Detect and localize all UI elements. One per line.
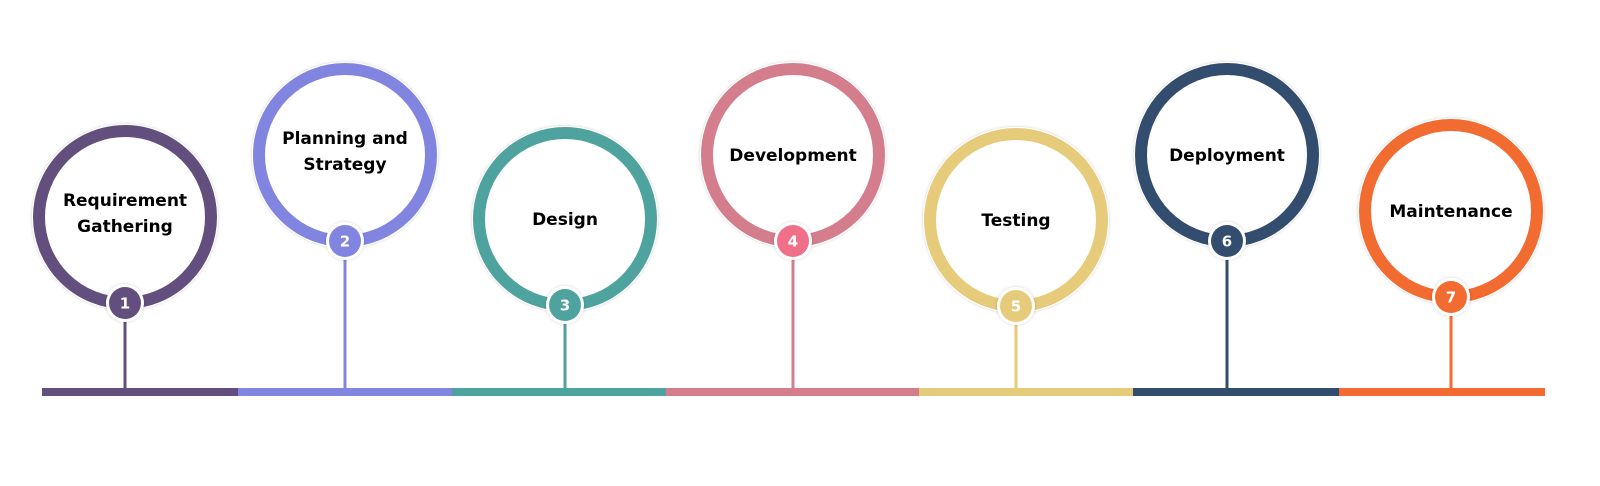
- timeline-segment-5: [919, 388, 1133, 396]
- step-label: Testing: [981, 211, 1050, 231]
- step-label-line: Deployment: [1169, 146, 1285, 166]
- timeline-segment-3: [452, 388, 666, 396]
- step-label-line: Gathering: [77, 217, 173, 237]
- step-label-line: Development: [729, 146, 856, 166]
- timeline-segment-1: [42, 388, 238, 396]
- step-number: 3: [560, 297, 570, 315]
- step-number-badge: [329, 225, 361, 257]
- step-number: 7: [1446, 289, 1456, 307]
- step-number-badge: [1000, 290, 1032, 322]
- step-label: Deployment: [1169, 146, 1285, 166]
- step-number: 5: [1011, 298, 1021, 316]
- step-number: 4: [788, 233, 798, 251]
- timeline-segment-4: [666, 388, 919, 396]
- step-number: 6: [1222, 233, 1232, 251]
- step-label-line: Maintenance: [1389, 202, 1512, 222]
- step-6: Deployment 6: [1134, 62, 1320, 388]
- step-7: Maintenance 7: [1358, 118, 1544, 388]
- timeline-segment-7: [1339, 388, 1545, 396]
- timeline-bar: [42, 388, 1545, 396]
- step-label-line: Requirement: [63, 191, 187, 211]
- step-number-badge: [1435, 281, 1467, 313]
- step-label-line: Testing: [981, 211, 1050, 231]
- step-number: 1: [120, 295, 130, 313]
- step-5: Testing 5: [923, 127, 1109, 388]
- timeline-segment-2: [238, 388, 452, 396]
- step-number: 2: [340, 233, 350, 251]
- step-number-badge: [777, 225, 809, 257]
- step-label: Development: [729, 146, 856, 166]
- step-label-line: Design: [532, 210, 598, 230]
- step-label-line: Planning and: [282, 129, 408, 149]
- step-label: Design: [532, 210, 598, 230]
- timeline-segment-6: [1133, 388, 1339, 396]
- step-4: Development 4: [700, 62, 886, 388]
- step-number-badge: [549, 289, 581, 321]
- step-3: Design 3: [472, 126, 658, 388]
- step-label-line: Strategy: [303, 155, 386, 175]
- step-number-badge: [1211, 225, 1243, 257]
- step-number-badge: [109, 287, 141, 319]
- step-label: Maintenance: [1389, 202, 1512, 222]
